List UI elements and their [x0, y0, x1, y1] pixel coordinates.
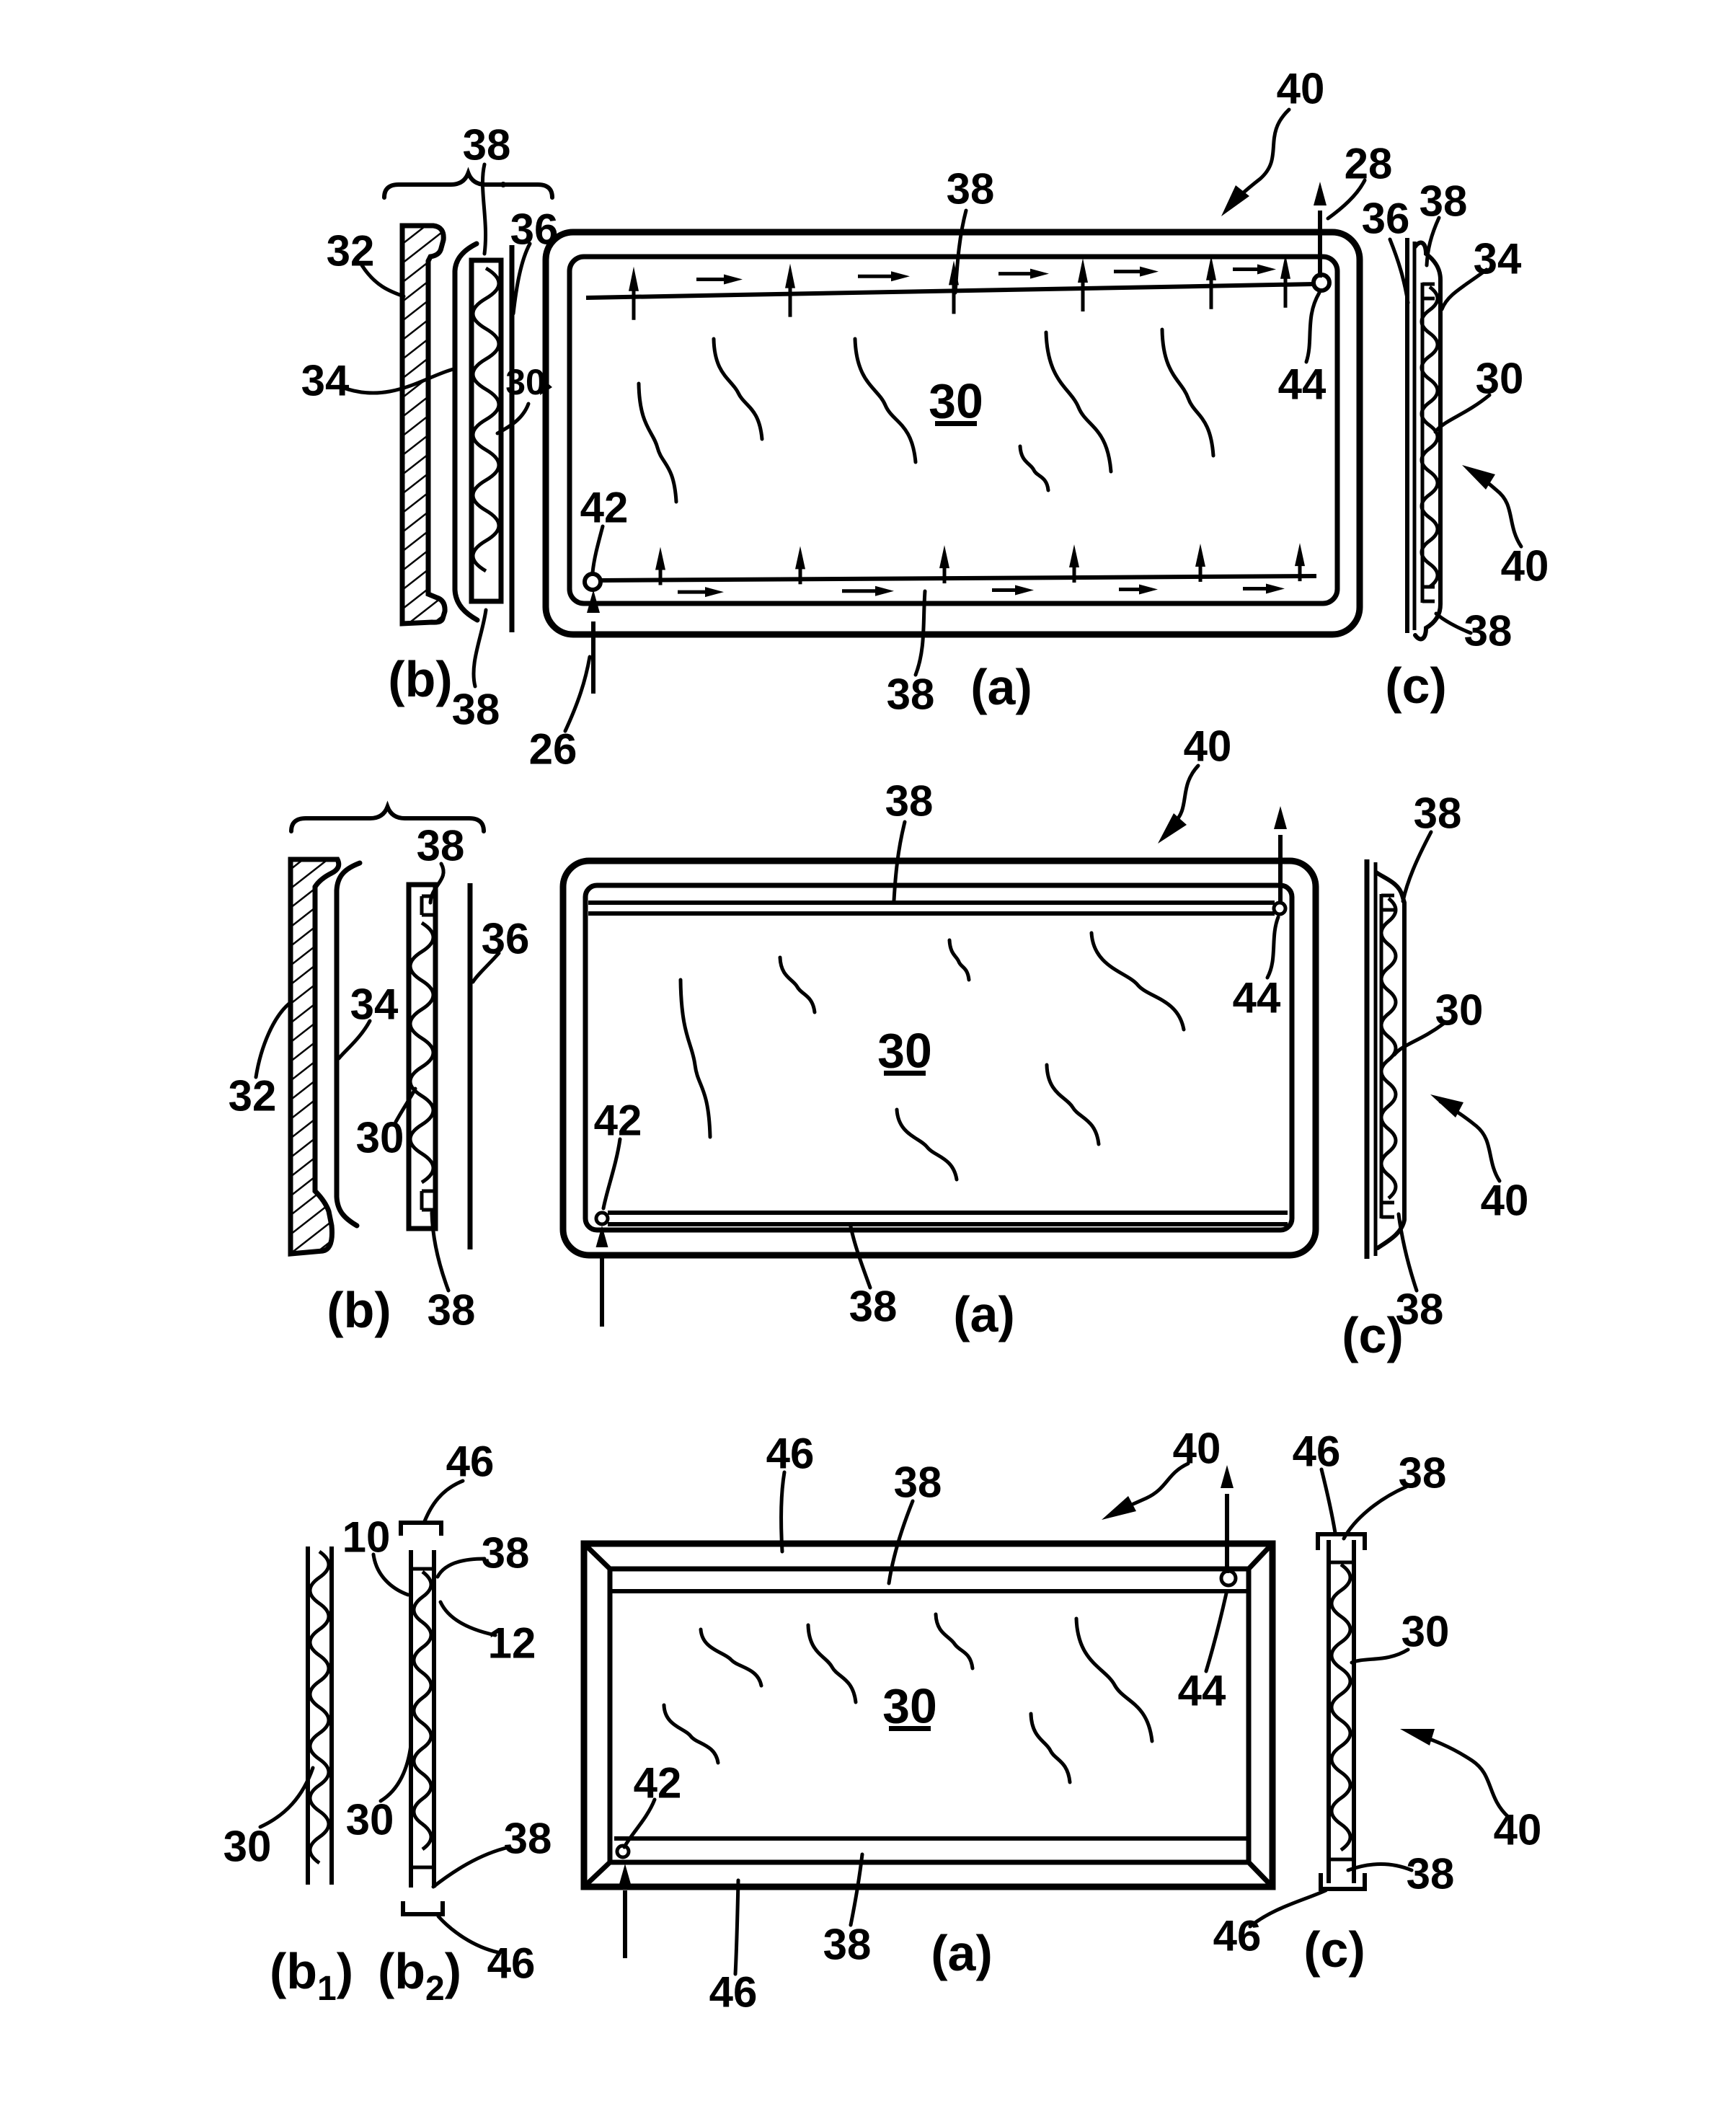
svg-text:34: 34 — [301, 357, 350, 405]
svg-text:42: 42 — [580, 484, 629, 532]
svg-text:38: 38 — [1407, 1850, 1455, 1898]
svg-text:(c): (c) — [1342, 1307, 1404, 1363]
svg-text:36: 36 — [482, 915, 530, 963]
svg-text:38: 38 — [504, 1815, 552, 1863]
svg-text:38: 38 — [823, 1921, 872, 1969]
svg-text:38: 38 — [452, 686, 500, 734]
svg-text:32: 32 — [229, 1072, 277, 1120]
svg-text:32: 32 — [327, 227, 375, 275]
svg-text:(b1): (b1) — [270, 1943, 353, 2008]
svg-text:30: 30 — [505, 362, 546, 402]
svg-text:(b): (b) — [327, 1282, 391, 1338]
svg-text:46: 46 — [1213, 1912, 1262, 1960]
svg-text:38: 38 — [1399, 1449, 1447, 1497]
svg-text:(b2): (b2) — [378, 1943, 461, 2008]
svg-text:44: 44 — [1178, 1667, 1226, 1715]
svg-text:40: 40 — [1184, 722, 1232, 771]
svg-text:(a): (a) — [970, 659, 1032, 715]
svg-text:38: 38 — [1464, 607, 1513, 655]
svg-text:30: 30 — [929, 373, 983, 428]
svg-text:40: 40 — [1501, 542, 1549, 590]
svg-text:46: 46 — [446, 1438, 495, 1486]
svg-text:30: 30 — [1435, 986, 1484, 1035]
svg-text:40: 40 — [1481, 1177, 1529, 1225]
svg-text:38: 38 — [1396, 1286, 1444, 1334]
svg-text:10: 10 — [342, 1513, 391, 1562]
svg-text:46: 46 — [709, 1968, 758, 2017]
svg-text:30: 30 — [223, 1823, 272, 1871]
svg-text:46: 46 — [487, 1939, 536, 1988]
svg-text:38: 38 — [894, 1459, 942, 1507]
svg-text:34: 34 — [350, 981, 399, 1029]
svg-text:42: 42 — [594, 1097, 642, 1145]
svg-text:42: 42 — [634, 1759, 682, 1807]
svg-text:38: 38 — [885, 777, 934, 826]
svg-text:46: 46 — [1293, 1428, 1341, 1476]
svg-text:44: 44 — [1278, 360, 1327, 409]
svg-text:30: 30 — [1476, 355, 1524, 403]
svg-text:44: 44 — [1233, 974, 1281, 1022]
svg-text:38: 38 — [849, 1283, 898, 1331]
svg-text:(a): (a) — [953, 1286, 1015, 1342]
svg-text:38: 38 — [1420, 177, 1468, 226]
svg-text:28: 28 — [1345, 140, 1393, 188]
svg-text:38: 38 — [1414, 789, 1462, 838]
svg-text:26: 26 — [529, 725, 577, 774]
svg-text:36: 36 — [1362, 195, 1410, 243]
svg-text:(c): (c) — [1385, 658, 1447, 714]
svg-text:(a): (a) — [931, 1925, 993, 1981]
svg-text:46: 46 — [766, 1430, 815, 1478]
svg-text:40: 40 — [1277, 65, 1325, 113]
svg-text:30: 30 — [1401, 1608, 1450, 1656]
svg-text:38: 38 — [463, 121, 511, 169]
svg-text:40: 40 — [1494, 1806, 1542, 1854]
svg-text:30: 30 — [877, 1023, 932, 1078]
svg-text:38: 38 — [417, 822, 465, 870]
svg-text:(b): (b) — [388, 651, 452, 707]
svg-text:38: 38 — [482, 1529, 530, 1577]
svg-text:30: 30 — [882, 1678, 937, 1733]
svg-text:38: 38 — [947, 165, 995, 213]
svg-text:30: 30 — [346, 1796, 394, 1844]
svg-text:12: 12 — [488, 1619, 536, 1668]
svg-text:38: 38 — [887, 671, 935, 719]
svg-text:40: 40 — [1173, 1425, 1221, 1473]
svg-text:(c): (c) — [1303, 1921, 1365, 1978]
svg-text:38: 38 — [428, 1286, 476, 1335]
